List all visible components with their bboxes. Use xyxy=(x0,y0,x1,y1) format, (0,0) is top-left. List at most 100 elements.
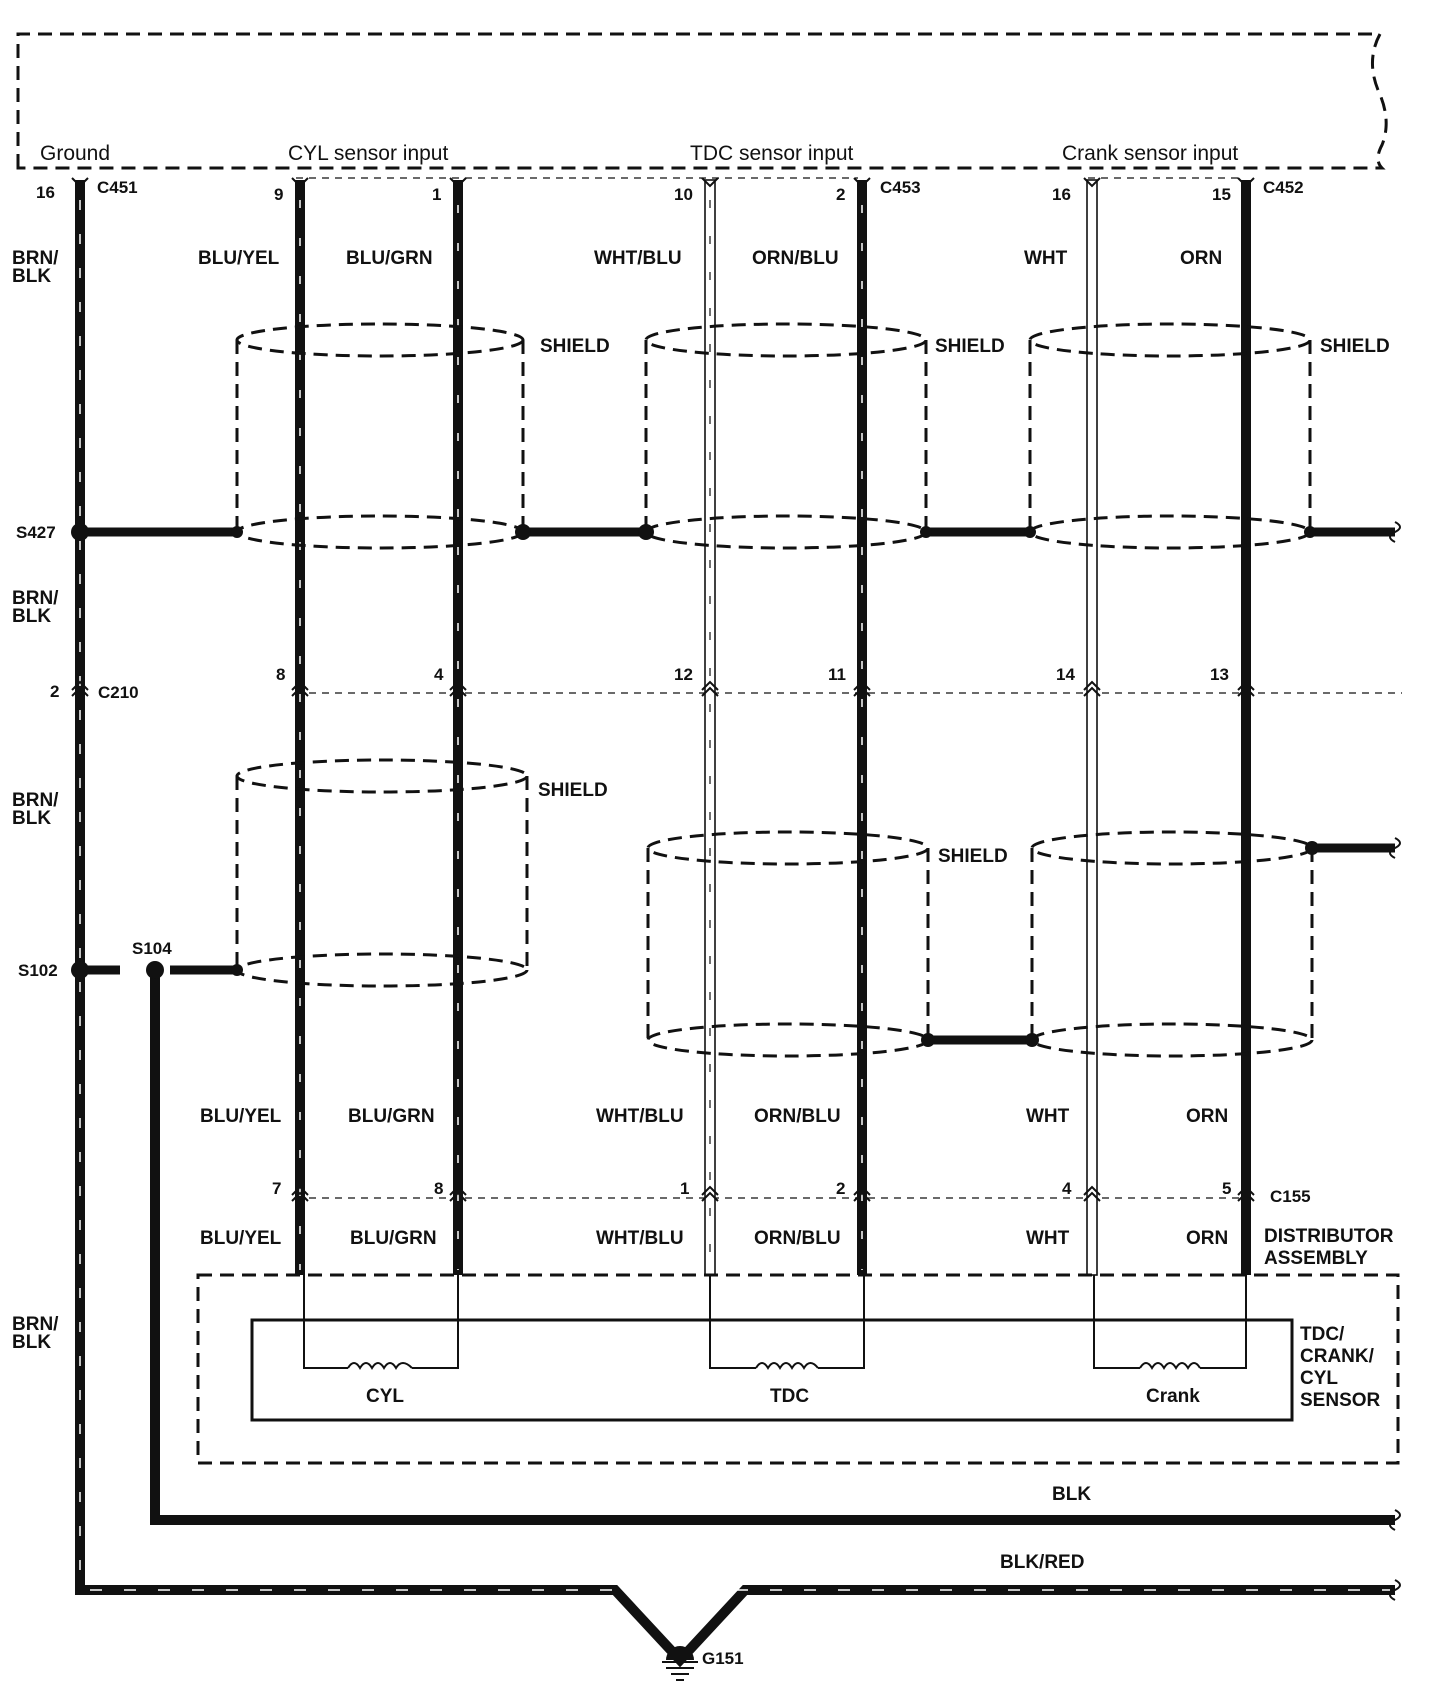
shield-junction xyxy=(921,1033,935,1047)
connector-c210: C210 xyxy=(98,683,139,702)
wire-label-brn-blk: BLK xyxy=(12,266,51,287)
wire-label-brn-blk: BRN/ xyxy=(12,248,59,269)
pin-number: 14 xyxy=(1056,665,1075,684)
wire-wht-blu xyxy=(704,179,716,1276)
wire-label-blu-yel: BLU/YEL xyxy=(200,1106,282,1127)
wire-label-blu-grn: BLU/GRN xyxy=(350,1228,437,1249)
wire-label-orn: ORN xyxy=(1186,1106,1228,1127)
wire-label-blu-yel: BLU/YEL xyxy=(198,248,280,269)
tdc-coil-leads xyxy=(709,1275,865,1369)
shield-label: SHIELD xyxy=(935,336,1005,357)
wire-label-brn-blk: BLK xyxy=(12,606,51,627)
wire-label-blk-red: BLK/RED xyxy=(1000,1552,1084,1573)
shield-tdc-lower xyxy=(646,830,930,1058)
connector-c155: C155 xyxy=(1270,1187,1311,1206)
shield-crank-top xyxy=(1028,322,1312,550)
wire-label-brn-blk: BLK xyxy=(12,1332,51,1353)
splice-s102-label: S102 xyxy=(18,961,58,980)
shield-junction xyxy=(231,964,243,976)
connector-c452: C452 xyxy=(1263,178,1304,197)
pin-number: 15 xyxy=(1212,185,1231,204)
shield-tdc-top xyxy=(644,322,928,550)
header-cyl-sensor-input: CYL sensor input xyxy=(288,142,448,165)
pin-number: 2 xyxy=(50,682,59,701)
sensor-title-line: CRANK/ xyxy=(1300,1346,1375,1367)
distributor-label: DISTRIBUTOR xyxy=(1264,1226,1394,1247)
shield-label: SHIELD xyxy=(538,780,608,801)
tdc-coil-icon xyxy=(755,1362,819,1370)
shield-junction xyxy=(1024,526,1036,538)
pin-number: 1 xyxy=(432,185,441,204)
top-terminals xyxy=(71,177,1255,188)
wire-label-wht: WHT xyxy=(1024,248,1068,269)
continuation-icon xyxy=(1389,837,1401,859)
pin-number: 4 xyxy=(1062,1179,1072,1198)
splice-s427-label: S427 xyxy=(16,523,56,542)
shield-junction xyxy=(638,524,654,540)
coil-label-cyl: CYL xyxy=(366,1386,404,1407)
pin-number: 9 xyxy=(274,185,283,204)
shield-junction xyxy=(1305,841,1319,855)
wire-label-blu-yel: BLU/YEL xyxy=(200,1228,282,1249)
shield-junction xyxy=(920,526,932,538)
header-crank-sensor-input: Crank sensor input xyxy=(1062,142,1238,165)
connector-c451: C451 xyxy=(97,178,138,197)
shield-junction xyxy=(231,526,243,538)
shield-junction xyxy=(1025,1033,1039,1047)
shield-cyl-top xyxy=(235,322,525,550)
splice-s102 xyxy=(71,961,89,979)
shield-junction xyxy=(1304,526,1316,538)
continuation-icon xyxy=(1389,521,1401,543)
shield-crank-lower xyxy=(1030,830,1314,1058)
wire-label-brn-blk: BRN/ xyxy=(12,790,59,811)
pin-number: 10 xyxy=(674,185,693,204)
wire-label-orn: ORN xyxy=(1186,1228,1228,1249)
pin-number: 8 xyxy=(276,665,285,684)
wire-label-wht-blu: WHT/BLU xyxy=(596,1106,684,1127)
wire-label-wht: WHT xyxy=(1026,1228,1070,1249)
wire-label-blu-grn: BLU/GRN xyxy=(346,248,433,269)
wire-wht xyxy=(1086,179,1098,1276)
connector-c453: C453 xyxy=(880,178,921,197)
crank-coil-leads xyxy=(1093,1275,1247,1369)
sensor-box xyxy=(250,1318,1294,1422)
crank-coil-icon xyxy=(1139,1362,1201,1370)
sensor-title-line: SENSOR xyxy=(1300,1390,1381,1411)
wire-label-brn-blk: BLK xyxy=(12,808,51,829)
splice-s104-label: S104 xyxy=(132,939,172,958)
pin-number: 1 xyxy=(680,1179,689,1198)
shield-label: SHIELD xyxy=(938,846,1008,867)
pin-number: 13 xyxy=(1210,665,1229,684)
header-tdc-sensor-input: TDC sensor input xyxy=(690,142,854,165)
c155-terminals xyxy=(291,1185,1255,1202)
pin-number: 2 xyxy=(836,185,845,204)
wire-label-blk: BLK xyxy=(1052,1484,1091,1505)
c210-terminals xyxy=(71,680,1255,697)
sensor-title-line: TDC/ xyxy=(1300,1324,1345,1345)
header-ground: Ground xyxy=(40,142,110,165)
pin-number: 7 xyxy=(272,1179,281,1198)
wire-brn-blk xyxy=(75,180,1395,1668)
ground-symbol-icon xyxy=(662,1646,698,1681)
shield-junction xyxy=(515,524,531,540)
wire-label-brn-blk: BRN/ xyxy=(12,588,59,609)
pin-number: 11 xyxy=(828,665,846,684)
splice-s104 xyxy=(146,961,164,979)
continuation-icon xyxy=(1389,1579,1401,1601)
shield-cyl-lower xyxy=(235,758,529,988)
continuation-icon xyxy=(1389,1509,1401,1531)
pin-number: 2 xyxy=(836,1179,845,1198)
wire-label-wht-blu: WHT/BLU xyxy=(594,248,682,269)
wire-label-wht-blu: WHT/BLU xyxy=(596,1228,684,1249)
pin-number: 12 xyxy=(674,665,693,684)
wire-label-orn: ORN xyxy=(1180,248,1222,269)
coil-label-tdc: TDC xyxy=(770,1386,809,1407)
cyl-coil-leads xyxy=(303,1275,459,1369)
wire-label-orn-blu: ORN/BLU xyxy=(752,248,839,269)
wire-label-orn-blu: ORN/BLU xyxy=(754,1106,841,1127)
coil-label-crank: Crank xyxy=(1146,1386,1200,1407)
sensor-title-line: CYL xyxy=(1300,1368,1338,1389)
pin-number: 5 xyxy=(1222,1179,1231,1198)
distributor-assembly-box xyxy=(196,1273,1400,1465)
